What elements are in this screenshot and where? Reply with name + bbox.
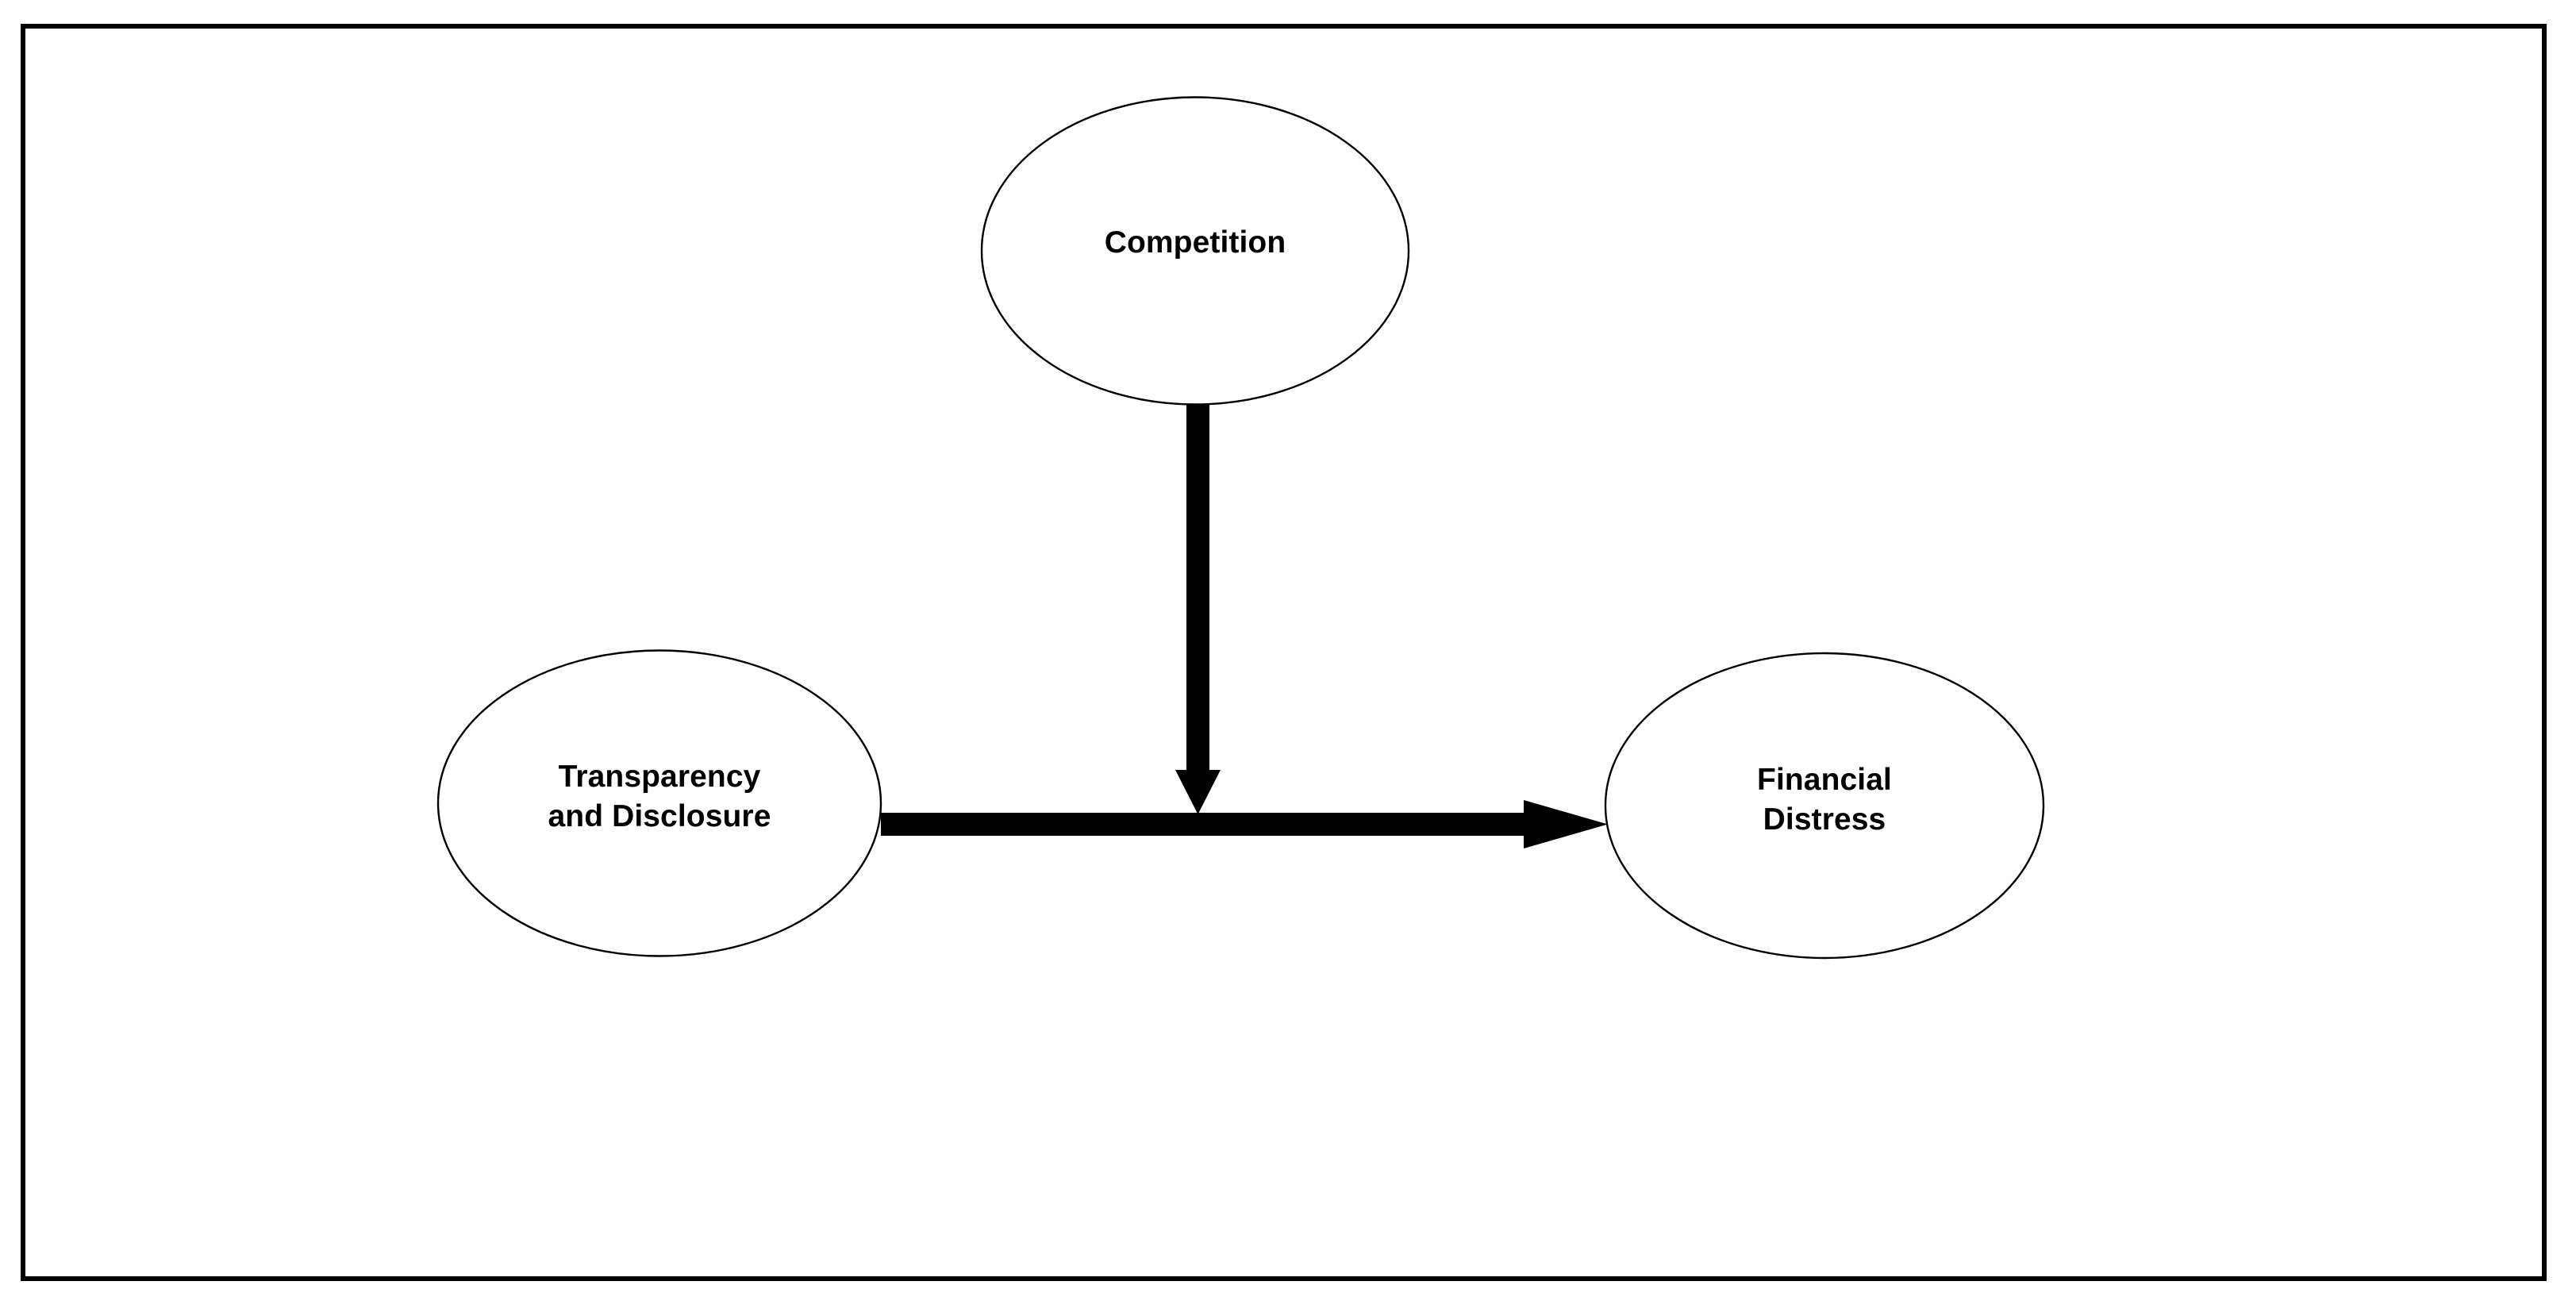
node-competition-ellipse[interactable]: [980, 96, 1410, 406]
node-financial-distress-ellipse[interactable]: [1604, 652, 2045, 960]
edge-transparency-to-financial-distress[interactable]: [881, 800, 1608, 848]
node-transparency-and-disclosure-ellipse[interactable]: [436, 649, 882, 957]
edge-vertical-shaft: [1186, 397, 1209, 771]
edge-horizontal-shaft: [881, 813, 1524, 836]
arrowhead-right-icon: [1524, 800, 1608, 848]
edge-competition-moderator[interactable]: [1175, 397, 1221, 814]
arrowhead-down-icon: [1175, 770, 1221, 814]
